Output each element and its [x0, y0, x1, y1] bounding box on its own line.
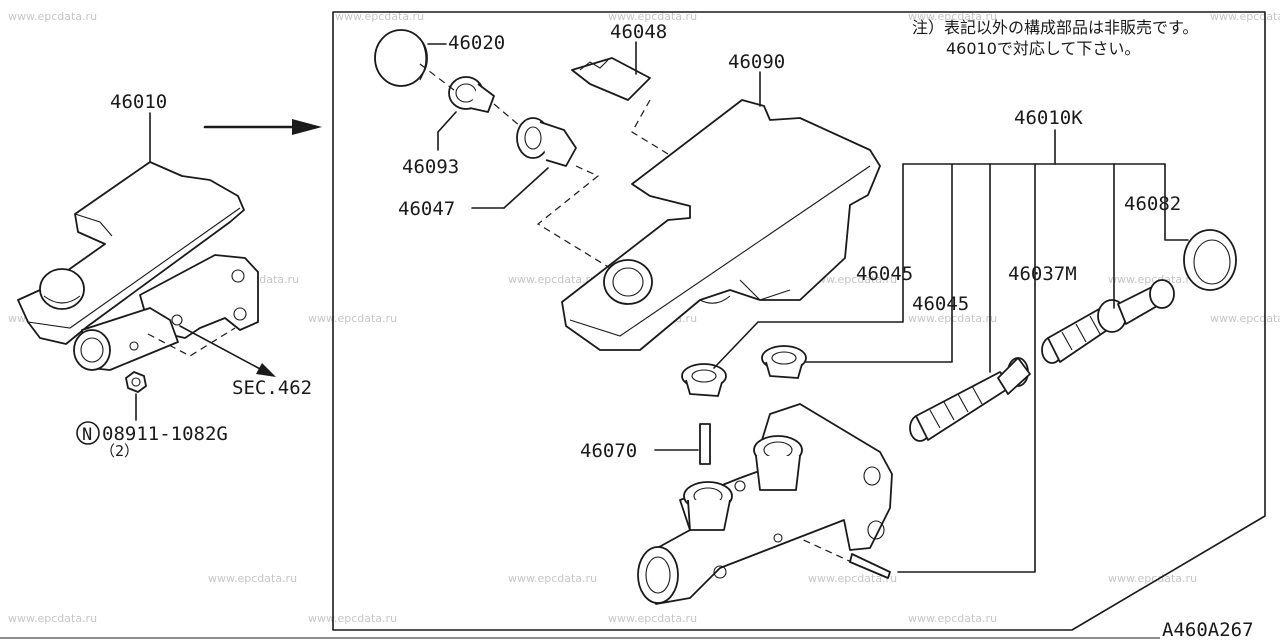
label-nut-marker: N: [82, 425, 92, 445]
label-grommet-a: 46045: [856, 263, 913, 285]
note-line-1: 注）表記以外の構成部品は非販売です。: [912, 18, 1198, 37]
label-pin: 46070: [580, 440, 637, 462]
label-repair-kit: 46010K: [1014, 107, 1083, 129]
seal-part: [1183, 229, 1237, 291]
watermark: www.epcdata.ru: [808, 273, 897, 286]
label-level-switch: 46048: [610, 21, 667, 43]
watermark: www.epcdata.ru: [808, 572, 897, 585]
pin-part: [654, 423, 711, 465]
nut-marker-circle: [76, 421, 100, 445]
label-nut-qty: （2）: [100, 442, 139, 460]
note-line-2: 46010で対応して下さい。: [946, 39, 1140, 58]
watermark: www.epcdata.ru: [908, 612, 997, 625]
watermark: www.epcdata.ru: [908, 10, 997, 23]
cylinder-body-part: [637, 403, 893, 605]
leaders-right: [713, 129, 1189, 573]
strainer-part: [437, 76, 495, 151]
grommet-a-part: [681, 363, 727, 397]
label-reservoir-tank: 46090: [728, 51, 785, 73]
exploded-view-frame: [332, 11, 1266, 631]
label-reservoir-cap: 46020: [448, 32, 505, 54]
watermark: www.epcdata.ru: [508, 273, 597, 286]
secondary-piston-part: [1041, 279, 1175, 364]
label-assembly: 46010: [110, 91, 167, 113]
label-grommet-b: 46045: [912, 293, 969, 315]
label-piston-kit: 46037M: [1008, 263, 1077, 285]
watermark: www.epcdata.ru: [1108, 572, 1197, 585]
watermark: www.epcdata.ru: [1210, 10, 1280, 23]
part-labels: 46010 46020 46093 46047 46048 46090 4601…: [76, 18, 1254, 640]
watermarks: www.epcdata.ru www.epcdata.ru www.epcdat…: [8, 10, 1280, 625]
reservoir-cap-part: [374, 29, 447, 87]
exploded-parts: [374, 29, 1237, 605]
watermark: www.epcdata.ru: [1210, 312, 1280, 325]
reservoir-tank-part: [561, 71, 881, 351]
watermark: www.epcdata.ru: [308, 312, 397, 325]
watermark: www.epcdata.ru: [208, 572, 297, 585]
label-seal-kit: 46082: [1124, 193, 1181, 215]
label-section-ref: SEC.462: [232, 377, 312, 399]
piston-kit-part: [909, 357, 1031, 442]
watermark: www.epcdata.ru: [335, 10, 424, 23]
watermark: www.epcdata.ru: [508, 572, 597, 585]
grommet-part: [471, 117, 577, 209]
label-strainer: 46093: [402, 156, 459, 178]
master-cylinder-assembly: [17, 161, 259, 393]
watermark: www.epcdata.ru: [608, 612, 697, 625]
label-nut-part: 08911-1082G: [102, 423, 228, 445]
watermark: www.epcdata.ru: [1108, 273, 1197, 286]
diagram-id: A460A267: [1162, 619, 1254, 640]
level-switch-part: [571, 41, 651, 101]
leaders-left: [135, 112, 322, 421]
label-grommet: 46047: [398, 198, 455, 220]
grommet-b-part: [761, 345, 807, 379]
watermark: www.epcdata.ru: [8, 10, 97, 23]
watermark: www.epcdata.ru: [308, 612, 397, 625]
watermark: www.epcdata.ru: [8, 612, 97, 625]
watermark: www.epcdata.ru: [608, 10, 697, 23]
